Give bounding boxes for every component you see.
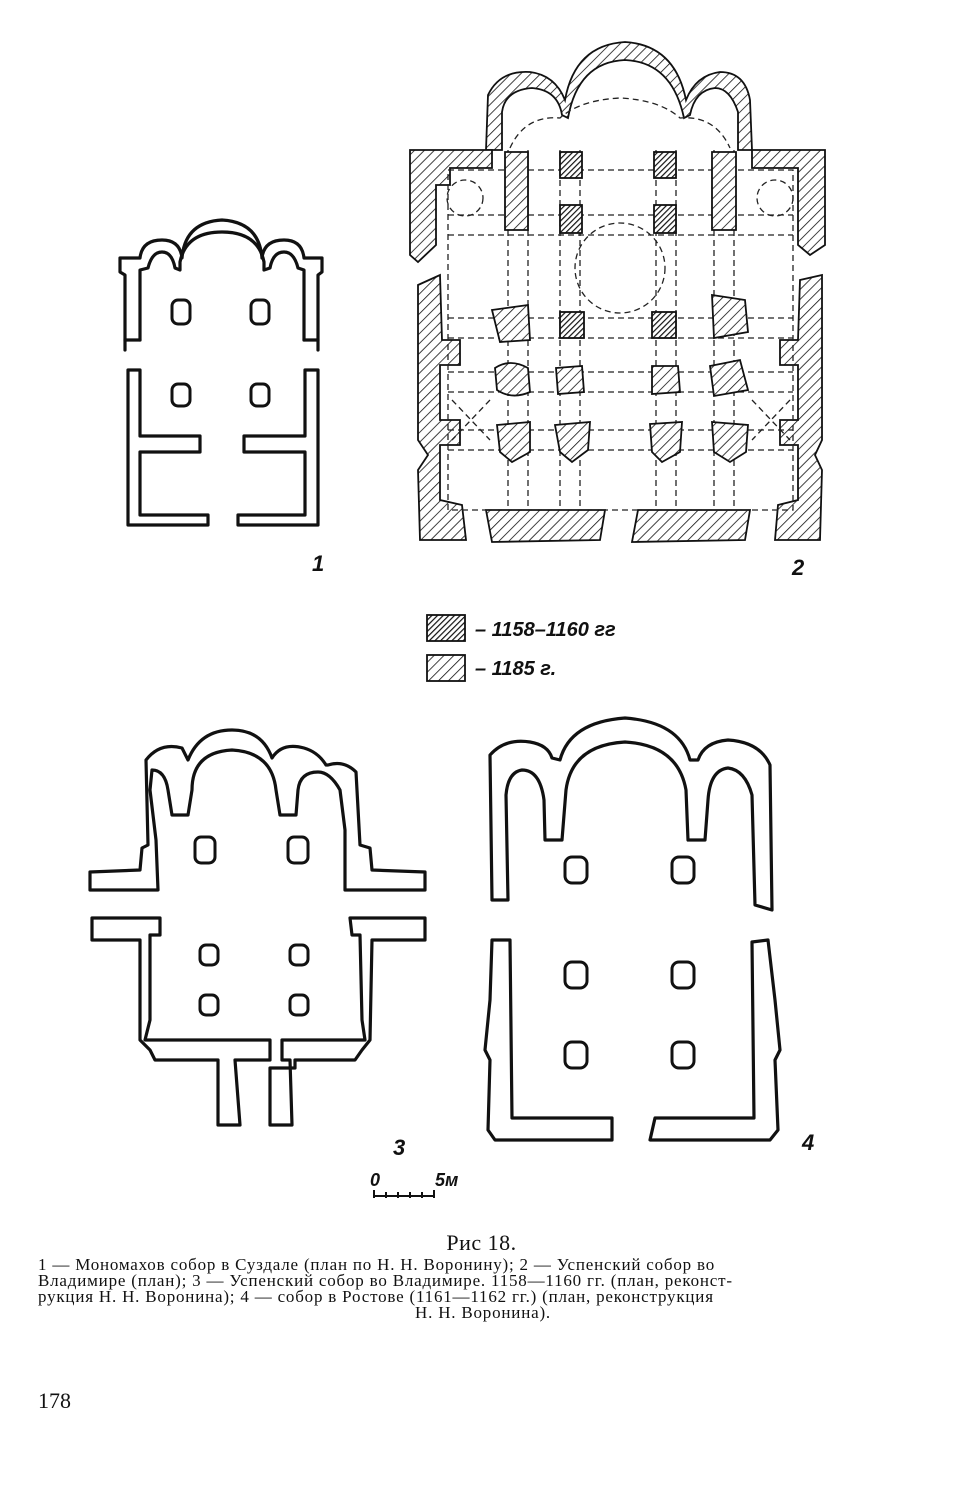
plan-2-apse-wall [485,41,753,151]
plan-4-north-wall [483,938,614,1142]
caption-line: рукция Н. Н. Воронина); 4 — собор в Рост… [38,1287,714,1306]
plan-2-north-wall [417,273,468,541]
plan-1-pier [249,298,271,326]
plan-2-se-wall [751,149,826,257]
plan-2-piers [490,151,750,464]
plan-4-pier [670,1040,696,1070]
plan-2-west-wall-right [630,509,752,543]
plan-3-pier [286,835,310,865]
plan-1-number: 1 [312,551,324,576]
plan-3-pier [198,993,220,1017]
plan-3-vladimir-reconstruction: 3 [88,728,427,1160]
plan-1-east-wall [118,218,324,352]
legend: – 1158–1160 гг – 1185 г. [426,614,616,682]
plan-4-pier [563,1040,589,1070]
plan-4-apse-wall [488,716,774,912]
plan-1-suzdal: 1 [118,218,324,576]
scale-bar: 0 5м [370,1170,458,1198]
plan-3-pier [198,943,220,967]
caption-line: Владимире (план); 3 — Успенский собор во… [38,1271,733,1290]
plan-1-east-inner [138,230,306,342]
legend-swatch-1185 [426,654,466,682]
legend-label-1158: – 1158–1160 гг [475,619,616,641]
plan-1-pier [170,382,192,408]
figure-caption: 1 — Мономахов собор в Суздале (план по Н… [38,1255,928,1322]
plan-2-ne-wall [409,149,493,264]
plan-1-pier [249,382,271,408]
caption-line: Н. Н. Воронина). [415,1303,551,1322]
plan-4-south-wall [648,938,782,1142]
plan-4-rostov: 4 [483,716,814,1155]
plan-4-pier [670,855,696,885]
plan-4-pier [563,960,589,990]
page-number: 178 [38,1388,71,1413]
plan-3-north-wall [90,916,272,1127]
plan-3-apse-wall [88,728,427,892]
scale-start-label: 0 [370,1170,380,1190]
plan-4-pier [670,960,696,990]
plan-2-vladimir: 2 [409,41,826,580]
plan-4-pier [563,855,589,885]
plan-3-south-wall [268,916,427,1127]
plan-2-west-wall-left [484,509,607,543]
legend-swatch-1158 [426,614,466,642]
scale-end-label: 5м [435,1170,458,1190]
plan-3-pier [288,943,310,967]
plan-3-number: 3 [393,1135,405,1160]
figure-title: Рис 18. [446,1230,517,1255]
plan-2-south-wall [774,273,823,541]
plan-1-north-wall [126,368,210,527]
plan-3-pier [288,993,310,1017]
caption-line: 1 — Мономахов собор в Суздале (план по Н… [38,1255,716,1274]
plan-4-number: 4 [801,1130,814,1155]
plan-1-pier [170,298,192,326]
plan-2-number: 2 [791,555,805,580]
plan-1-south-wall [236,368,320,527]
legend-label-1185: – 1185 г. [475,658,556,680]
plan-3-pier [193,835,217,865]
